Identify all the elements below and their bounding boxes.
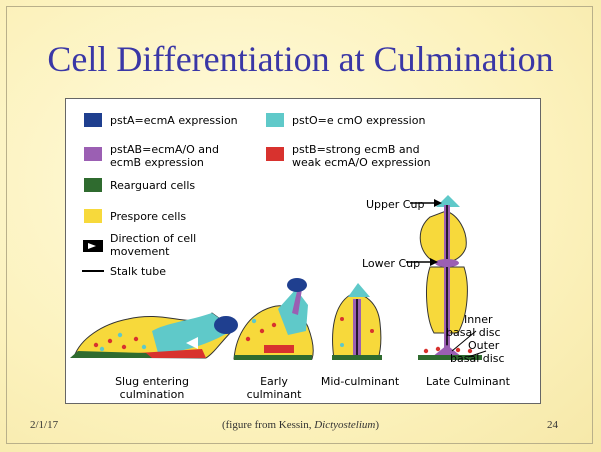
legend-label-pstab-1: pstAB=ecmA/O and (110, 143, 219, 156)
footer-source-suffix: ) (375, 419, 379, 431)
footer-source-italic: Dictyostelium (314, 419, 375, 431)
legend-swatch-psto (266, 113, 284, 127)
legend-swatch-pstb (266, 147, 284, 161)
legend-swatch-prespore (84, 209, 102, 223)
legend-label-direction-2: movement (110, 245, 170, 258)
stage-label-mid: Mid-culminant (321, 375, 400, 388)
stage-label-slug-2: culmination (120, 388, 185, 401)
legend-label-stalk: Stalk tube (110, 265, 166, 278)
legend-label-direction-1: Direction of cell (110, 232, 196, 245)
slug-illustration (70, 313, 238, 358)
legend-label-psto: pstO=e cmO expression (292, 114, 425, 127)
footer-source: (figure from Kessin, Dictyostelium) (0, 419, 601, 431)
footer-source-prefix: (figure from Kessin, (222, 419, 314, 431)
legend-swatch-psta (84, 113, 102, 127)
slide-number: 24 (547, 419, 558, 431)
upper-cup-label: Upper Cup (366, 198, 424, 211)
inner-basal-disc-label-1: Inner (464, 313, 493, 326)
lower-cup-label: Lower Cup (362, 257, 420, 270)
legend-label-psta: pstA=ecmA expression (110, 114, 238, 127)
mid-culminant-illustration (332, 283, 382, 360)
outer-basal-disc-label-1: Outer (468, 339, 500, 352)
legend-label-pstab-2: ecmB expression (110, 156, 204, 169)
outer-basal-disc-label-2: basal disc (450, 352, 505, 365)
early-culminant-illustration (234, 278, 313, 360)
stage-label-early-1: Early (260, 375, 288, 388)
arrow-icon (83, 240, 103, 252)
inner-basal-disc-label-2: basal disc (446, 326, 501, 339)
legend-label-pstb-1: pstB=strong ecmB and (292, 143, 420, 156)
stage-label-slug-1: Slug entering (115, 375, 189, 388)
stage-label-late: Late Culminant (426, 375, 511, 388)
slide-title: Cell Differentiation at Culmination (0, 38, 601, 80)
legend-swatch-pstab (84, 147, 102, 161)
legend-label-pstb-2: weak ecmA/O expression (292, 156, 431, 169)
legend-swatch-rearguard (84, 178, 102, 192)
stage-label-early-2: culminant (247, 388, 303, 401)
diagram-svg: pstA=ecmA expression pstO=e cmO expressi… (66, 99, 542, 405)
figure: pstA=ecmA expression pstO=e cmO expressi… (65, 98, 541, 404)
legend-label-rearguard: Rearguard cells (110, 179, 195, 192)
legend-label-prespore: Prespore cells (110, 210, 186, 223)
